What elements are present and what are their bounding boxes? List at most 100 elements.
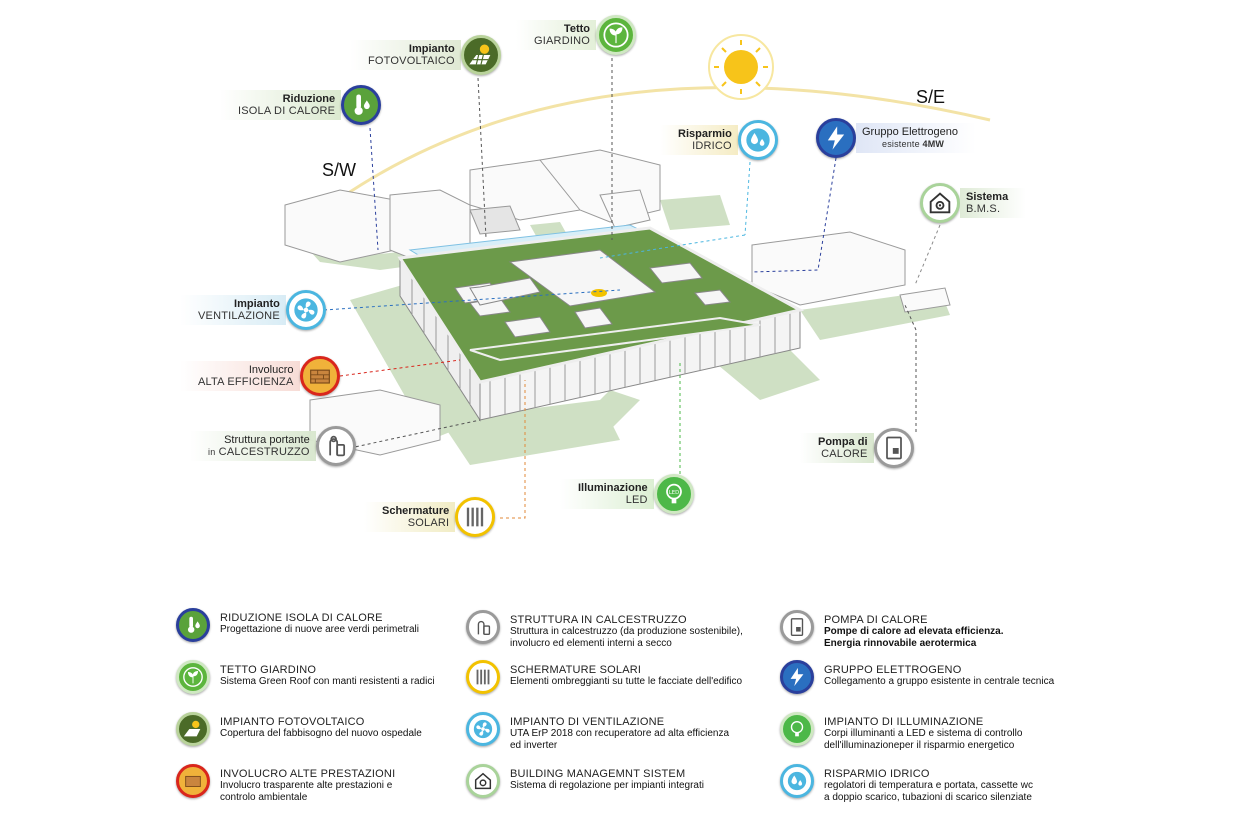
callout-giardino: Tetto GIARDINO — [516, 15, 636, 55]
axonometric-building — [284, 34, 991, 519]
roof-strip — [469, 316, 761, 362]
callout-involucro-title: Involucro — [248, 364, 294, 376]
compass-sw: S/W — [322, 160, 356, 180]
callout-fotovoltaico: Impianto FOTOVOLTAICO — [350, 35, 501, 75]
callout-fotovoltaico-subtitle: FOTOVOLTAICO — [368, 55, 455, 67]
solar-panel-sun-icon — [460, 35, 501, 75]
callout-idrico: Risparmio IDRICO — [660, 120, 778, 160]
callout-schermature: Schermature SOLARI — [364, 497, 496, 537]
callout-ventilazione-title: Impianto — [234, 298, 280, 310]
building-diagram: S/W S/E Impianto FOTOVOLTAICO Tetto GIAR… — [180, 15, 1027, 537]
callout-isola-subtitle: ISOLA DI CALORE — [238, 105, 336, 117]
legend-desc: ed inverter — [510, 740, 558, 751]
callout-bms-title: Sistema — [966, 191, 1009, 203]
callout-giardino-subtitle: GIARDINO — [534, 35, 590, 47]
sun-icon — [708, 34, 774, 100]
legend-desc: Sistema Green Roof con manti resistenti … — [220, 676, 435, 687]
legend-desc: involucro ed elementi interni a secco — [510, 638, 672, 649]
legend-desc: Pompe di calore ad elevata efficienza. — [824, 626, 1004, 637]
legend-title: GRUPPO ELETTROGENO — [824, 664, 962, 676]
callout-ventilazione-subtitle: VENTILAZIONE — [198, 310, 280, 322]
concrete-mixer-icon — [315, 426, 356, 466]
callout-schermature-subtitle: SOLARI — [407, 517, 450, 529]
sprout-icon — [596, 15, 636, 55]
legend-desc: Involucro trasparente alte prestazioni e — [220, 780, 393, 791]
callout-pompa-subtitle: CALORE — [821, 448, 868, 460]
house-gear-icon — [920, 183, 960, 223]
callout-fotovoltaico-title: Impianto — [408, 43, 455, 55]
callout-idrico-subtitle: IDRICO — [692, 140, 732, 152]
callout-pompa: Pompa di CALORE — [800, 428, 914, 468]
callout-isola: Riduzione ISOLA DI CALORE — [220, 85, 382, 125]
callout-leader-lines — [323, 58, 941, 519]
concrete-mixer-icon — [466, 610, 500, 644]
callout-pompa-title: Pompa di — [818, 436, 868, 448]
legend-desc: Elementi ombreggianti su tutte le faccia… — [510, 676, 743, 687]
legend-title: IMPIANTO DI ILLUMINAZIONE — [824, 716, 984, 728]
legend-desc: a doppio scarico, tubazioni di scarico s… — [824, 792, 1032, 803]
fan-icon — [466, 712, 500, 746]
water-drops-icon — [780, 764, 814, 798]
legend-title: BUILDING MANAGEMNT SISTEM — [510, 768, 686, 780]
vertical-louvres-icon — [466, 660, 500, 694]
callout-gruppo-power: 4MW — [922, 139, 945, 149]
thermometer-drop-icon — [176, 608, 210, 642]
heat-pump-icon — [780, 610, 814, 644]
heat-pump-icon — [873, 428, 914, 468]
callout-gruppo: Gruppo Elettrogeno esistente 4MW — [816, 118, 977, 158]
house-gear-icon — [466, 764, 500, 798]
callout-isola-title: Riduzione — [282, 93, 336, 105]
thermometer-drop-icon — [341, 85, 382, 125]
legend-desc: Sistema di regolazione per impianti inte… — [510, 780, 704, 791]
callout-giardino-title: Tetto — [563, 23, 590, 35]
led-bulb-icon — [780, 712, 814, 746]
compass-se: S/E — [916, 87, 946, 107]
callout-struttura-title: Struttura portante — [224, 434, 310, 446]
callout-led-title: Illuminazione — [578, 482, 648, 494]
legend-title: STRUTTURA IN CALCESTRUZZO — [510, 614, 687, 626]
green-roof — [397, 226, 805, 384]
legend-desc: UTA ErP 2018 con recuperatore ad alta ef… — [510, 728, 730, 739]
legend-title: RISPARMIO IDRICO — [824, 768, 930, 780]
legend-title: IMPIANTO FOTOVOLTAICO — [220, 716, 365, 728]
callout-gruppo-title: Gruppo Elettrogeno — [862, 126, 959, 138]
lightning-bolt-icon — [816, 118, 856, 158]
callout-schermature-title: Schermature — [382, 505, 450, 517]
sprout-icon — [176, 660, 210, 694]
legend-desc: Struttura in calcestruzzo (da produzione… — [510, 626, 743, 637]
legend-title: INVOLUCRO ALTE PRESTAZIONI — [220, 768, 396, 780]
main-building-facade — [399, 256, 801, 422]
facade-brick-icon — [299, 356, 340, 396]
facade-brick-icon — [176, 764, 210, 798]
legend-title: SCHERMATURE SOLARI — [510, 664, 642, 676]
sun-path-arc — [299, 86, 991, 230]
callout-gruppo-subtitle: esistente — [882, 139, 920, 149]
existing-buildings — [284, 149, 951, 456]
led-bulb-icon: LED — [653, 474, 694, 514]
callout-led-subtitle: LED — [625, 494, 648, 506]
legend-desc: Copertura del fabbisogno del nuovo osped… — [220, 728, 422, 739]
callout-ventilazione: Impianto VENTILAZIONE — [180, 290, 326, 330]
water-drops-icon — [737, 120, 778, 160]
solar-panel-sun-icon — [176, 712, 210, 746]
callout-bms: Sistema B.M.S. — [920, 183, 1027, 223]
vertical-louvres-icon — [455, 497, 496, 537]
legend-desc: dell'illuminazioneper il risparmio energ… — [824, 740, 1015, 751]
callout-struttura-prefix: in — [208, 447, 216, 457]
legend-desc: controlo ambientale — [220, 792, 308, 803]
legend-title: POMPA DI CALORE — [824, 614, 928, 626]
callout-involucro: Involucro ALTA EFFICIENZA — [180, 356, 340, 396]
fan-icon — [285, 290, 326, 330]
